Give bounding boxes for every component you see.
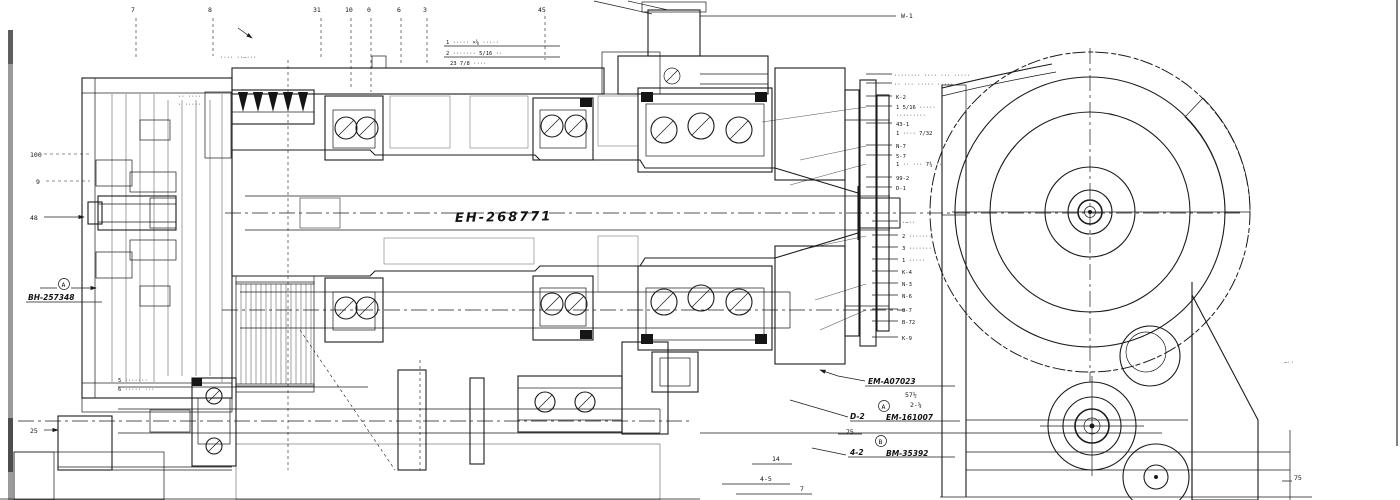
nose-label-2-prefix: D-2 — [850, 412, 865, 421]
nose-part-number-2: EM-161007 — [886, 413, 934, 422]
left-dim: 100 — [30, 151, 42, 159]
annotation: 5-7 — [896, 154, 906, 160]
nose-part-labels: EM-A07023 57½ 2-¼ A D-2 EM-161007 75 B 4… — [846, 377, 934, 458]
bottom-shaft-assembly — [18, 341, 699, 471]
nose-dim-2: 2-¼ — [910, 401, 922, 409]
bottom-dim: 14 — [772, 455, 780, 463]
annotation: 8-7 — [902, 308, 912, 314]
annotation: 2 ······· 5/16 ·· — [446, 51, 502, 57]
left-dim: 48 — [30, 214, 38, 222]
casting-webs — [383, 95, 639, 293]
top-callout: 3 — [423, 6, 427, 14]
left-dim: 25 — [30, 427, 38, 435]
annotation: · ····· — [178, 102, 201, 108]
annotation: 3 ······· — [902, 246, 932, 252]
left-part-number: BH-257348 — [28, 293, 74, 302]
annotation: 1 ···· 7/32 — [896, 131, 932, 137]
nose-dim-3: 75 — [846, 428, 854, 436]
annotation: 1 ····· ×⅝ ····· — [446, 39, 499, 46]
left-part-circle-letter: A — [62, 281, 66, 289]
annotation: 1 ····· — [902, 258, 925, 264]
nose-part-number-1: EM-A07023 — [868, 377, 916, 386]
column-gusset — [966, 282, 1291, 500]
annotation: K-4 — [902, 270, 913, 276]
annotation: 43-1 — [896, 122, 909, 128]
w-callout: W-1 — [901, 12, 913, 20]
top-callout: 45 — [538, 6, 546, 14]
spindle-nose-assembly — [774, 67, 890, 365]
annotation: 2 ······· — [902, 234, 932, 240]
nose-label-3-prefix: 4-2 — [850, 448, 864, 457]
annotation: 99-2 — [896, 176, 909, 182]
annotation: N-7 — [896, 144, 906, 150]
upper-bearings — [324, 87, 773, 173]
annotation: ·· ··· ····· ····· — [894, 82, 954, 88]
bottom-dim: 75 — [1294, 474, 1302, 482]
nose-circle-letter-b: B — [879, 438, 883, 446]
bottom-dim: 4-5 — [760, 475, 772, 483]
annotation: ········ ···· ··· ····· — [894, 73, 970, 79]
top-wall-and-mechanism — [231, 0, 769, 95]
nose-circle-letter-a: A — [882, 403, 886, 411]
end-view — [929, 48, 1291, 500]
top-callout: 31 — [313, 6, 321, 14]
annotation: N-6 — [902, 294, 912, 300]
annotation: ·· ···· — [178, 94, 201, 100]
pulley-end-circles — [929, 48, 1251, 382]
spindle-part-number: EH-268771 — [455, 209, 553, 226]
annotation: K-2 — [896, 95, 906, 101]
nose-dim-1: 57½ — [905, 391, 917, 399]
base-casting — [13, 60, 661, 500]
lower-shaft-bearings — [222, 265, 905, 351]
left-housing-section — [81, 77, 233, 413]
bottom-dim: 7 — [800, 485, 804, 493]
left-dim: 9 — [36, 178, 40, 186]
annotation: 23 7/8 ···· — [450, 61, 486, 67]
annotation: B-72 — [902, 320, 915, 326]
top-callout: 6 — [397, 6, 401, 14]
annotation: N-3 — [902, 282, 912, 288]
annotation: 1 ·· ··· 7¾ ·· — [896, 162, 942, 168]
text-labels: EH-268771 A BH-257348 W-1 7 8 31 10 0 6 … — [26, 6, 1302, 493]
annotation: ········· — [896, 113, 926, 119]
top-callout: 0 — [367, 6, 371, 14]
annotation: ···· ··–··· — [220, 55, 256, 61]
pulley-and-clutch-stack — [204, 89, 315, 393]
annotation: ·—·· — [902, 220, 915, 226]
top-callout: 10 — [345, 6, 353, 14]
annotation: 5 ······· — [118, 378, 148, 384]
annotation: 1 5/16 ····· — [896, 105, 936, 111]
annotation: 6 ····· ··· — [118, 387, 154, 393]
annotation: D-1 — [896, 186, 906, 192]
top-callout: 7 — [131, 6, 135, 14]
leader-lines — [40, 15, 1292, 495]
nose-part-number-3: BM-35392 — [886, 449, 928, 458]
top-callout: 8 — [208, 6, 212, 14]
annotation: —·· — [1284, 360, 1294, 366]
main-spindle — [225, 149, 1240, 277]
annotation: K-9 — [902, 336, 912, 342]
